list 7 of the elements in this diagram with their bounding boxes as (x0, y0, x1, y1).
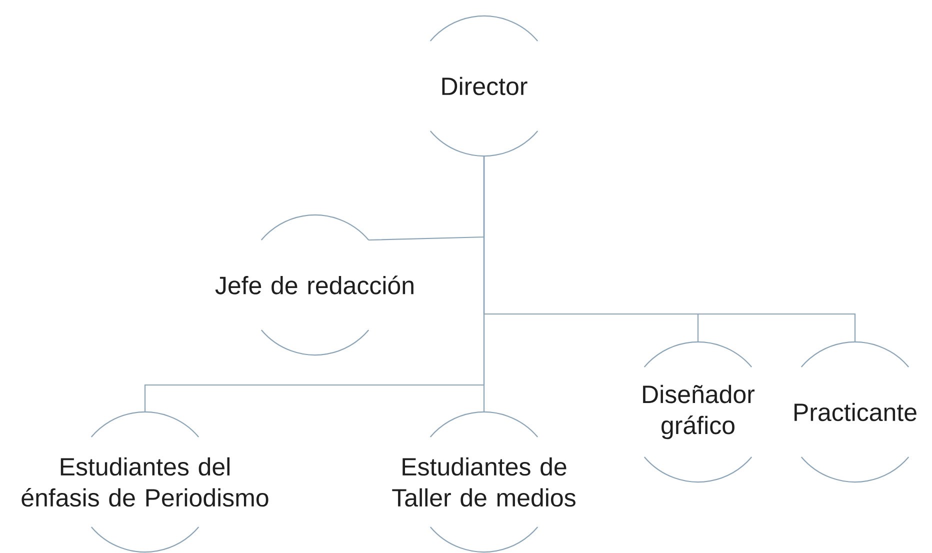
connector-line (483, 156, 856, 342)
org-node: Estudiantes del énfasis de Periodismo (22, 411, 268, 553)
org-node: Jefe de redacción (215, 214, 414, 356)
org-node: Director (430, 15, 538, 157)
org-node: Estudiantes de Taller de medios (392, 411, 576, 553)
org-node: Practicante (794, 341, 916, 483)
org-node: Diseñador gráfico (643, 341, 755, 483)
